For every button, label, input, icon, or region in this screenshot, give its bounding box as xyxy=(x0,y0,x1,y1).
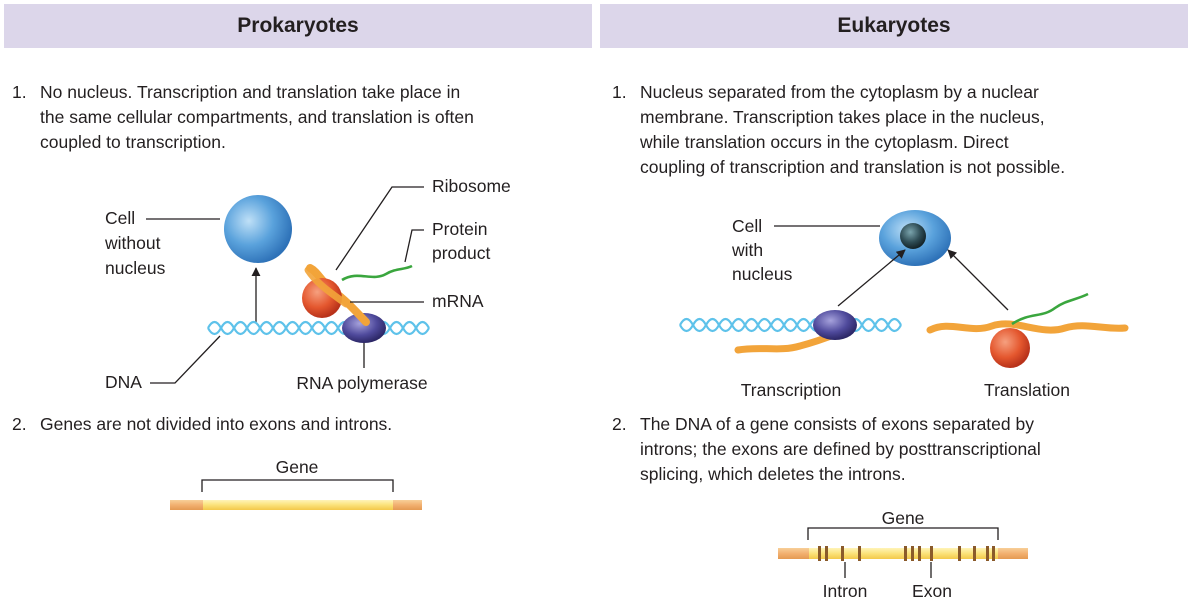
ribosome xyxy=(990,328,1030,368)
translation-mrna xyxy=(926,320,1129,334)
prokaryote-gene: Gene xyxy=(170,457,422,510)
intron-mark xyxy=(973,546,976,561)
intron-mark xyxy=(992,546,995,561)
text-line: the same cellular compartments, and tran… xyxy=(40,107,474,127)
text-line: splicing, which deletes the introns. xyxy=(640,464,906,484)
gene-bracket xyxy=(807,527,999,540)
gene-flank-right xyxy=(393,500,422,510)
prokaryote-cell xyxy=(224,195,292,263)
transcription-dna-helix xyxy=(679,317,902,333)
prokaryotes-header: Prokaryotes xyxy=(4,4,592,48)
text-line: Nucleus separated from the cytoplasm by … xyxy=(640,82,1039,102)
ribosome-leader-line xyxy=(335,186,424,271)
intron-mark xyxy=(930,546,933,561)
transcription-arrow xyxy=(837,249,906,307)
gene-flank-left xyxy=(170,500,203,510)
intron-marks xyxy=(818,546,995,561)
intron-mark xyxy=(858,546,861,561)
rna-polymerase-label: RNA polymerase xyxy=(296,373,427,393)
cell-label-line: with xyxy=(731,240,763,260)
gene-body xyxy=(809,548,998,559)
protein-label-line: product xyxy=(432,243,491,263)
intron-mark xyxy=(818,546,821,561)
gene-flank-left xyxy=(778,548,809,559)
ribosome xyxy=(302,278,342,318)
intron-mark xyxy=(904,546,907,561)
text-line: coupling of transcription and translatio… xyxy=(640,157,1066,177)
eukaryote-diagram: Cell with nucleus Transcription Translat… xyxy=(679,210,1129,400)
cell-label-line: Cell xyxy=(105,208,135,228)
rna-polymerase xyxy=(813,310,857,340)
prokaryote-diagram: Cell without nucleus Ribosome Protein pr… xyxy=(104,176,511,393)
text-line: No nucleus. Transcription and translatio… xyxy=(40,82,461,102)
cell-label-line: nucleus xyxy=(105,258,166,278)
gene-label: Gene xyxy=(276,457,319,477)
ribosome-label: Ribosome xyxy=(432,176,511,196)
text-line: coupled to transcription. xyxy=(40,132,226,152)
nucleus xyxy=(900,223,926,249)
text-line: Genes are not divided into exons and int… xyxy=(40,414,393,434)
gene-body xyxy=(203,500,393,510)
cell-label-line: Cell xyxy=(732,216,762,236)
text-line: The DNA of a gene consists of exons sepa… xyxy=(640,414,1034,434)
protein-label-line: Protein xyxy=(432,219,487,239)
intron-mark xyxy=(958,546,961,561)
intron-mark xyxy=(986,546,989,561)
protein-product xyxy=(341,264,413,282)
gene-label: Gene xyxy=(882,508,925,528)
point-number: 2. xyxy=(612,414,627,434)
text-line: while translation occurs in the cytoplas… xyxy=(640,132,1009,152)
eukaryotes-header: Eukaryotes xyxy=(600,4,1188,48)
dna-leader-line xyxy=(150,335,221,384)
cell-label-line: nucleus xyxy=(732,264,793,284)
gene-flank-right xyxy=(998,548,1028,559)
point-number: 2. xyxy=(12,414,27,434)
intron-mark xyxy=(911,546,914,561)
intron-mark xyxy=(841,546,844,561)
protein-leader-line xyxy=(404,229,424,263)
eukaryote-gene: Gene Intron Exon xyxy=(778,508,1028,601)
text-line: introns; the exons are defined by posttr… xyxy=(640,439,1041,459)
intron-mark xyxy=(825,546,828,561)
point-number: 1. xyxy=(612,82,627,102)
mrna-strand xyxy=(304,266,350,308)
mrna-label: mRNA xyxy=(432,291,484,311)
text-line: membrane. Transcription takes place in t… xyxy=(640,107,1045,127)
protein-product xyxy=(1011,292,1089,326)
intron-label: Intron xyxy=(823,581,868,601)
dna-helix xyxy=(207,320,430,336)
dna-label: DNA xyxy=(105,372,142,392)
cell-label-line: without xyxy=(104,233,161,253)
intron-mark xyxy=(918,546,921,561)
rna-polymerase xyxy=(342,313,386,343)
transcription-label: Transcription xyxy=(741,380,842,400)
gene-bracket xyxy=(201,479,394,492)
translation-arrow xyxy=(947,249,1009,311)
point-number: 1. xyxy=(12,82,27,102)
translation-label: Translation xyxy=(984,380,1070,400)
exon-label: Exon xyxy=(912,581,952,601)
